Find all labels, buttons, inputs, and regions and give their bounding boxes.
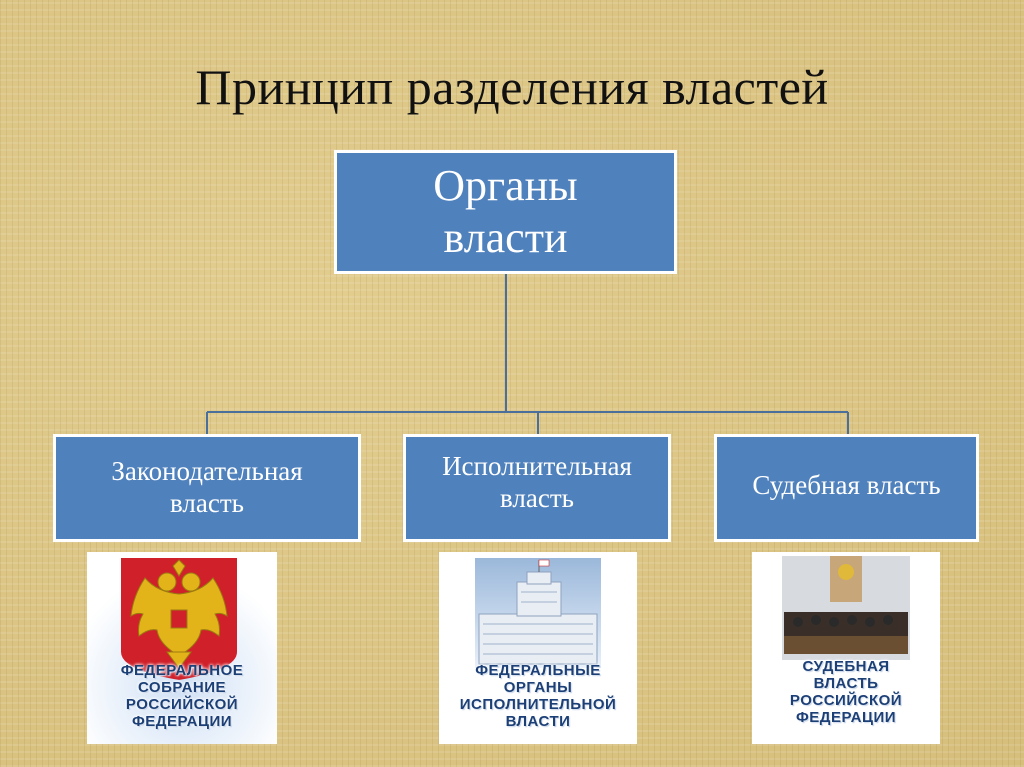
caption-line: РОССИЙСКОЙ: [789, 692, 903, 709]
caption-line: СОБРАНИЕ: [137, 679, 227, 696]
root-node-line1: Органы: [433, 161, 578, 211]
courtroom-icon: [752, 552, 940, 744]
branch-node-line2: власть: [500, 483, 574, 513]
root-node-line2: власти: [443, 213, 568, 262]
card-federal-executive: ФЕДЕРАЛЬНЫЕ ОРГАНЫ ИСПОЛНИТЕЛЬНОЙ ВЛАСТИ: [439, 552, 637, 744]
branch-node-line2: власть: [170, 488, 244, 518]
coat-of-arms-icon: [87, 552, 277, 744]
root-node-organy-vlasti: Органы власти: [334, 150, 677, 274]
branch-node-line1: Судебная власть: [752, 470, 941, 501]
caption-line: СУДЕБНАЯ: [802, 658, 890, 675]
card-federal-assembly: ФЕДЕРАЛЬНОЕ СОБРАНИЕ РОССИЙСКОЙ ФЕДЕРАЦИ…: [87, 552, 277, 744]
branch-node-line1: Законодательная: [111, 456, 303, 487]
caption-line: ВЛАСТЬ: [813, 675, 879, 692]
card-judicial-power: СУДЕБНАЯ ВЛАСТЬ РОССИЙСКОЙ ФЕДЕРАЦИИ: [752, 552, 940, 744]
card-caption: ФЕДЕРАЛЬНОЕ СОБРАНИЕ РОССИЙСКОЙ ФЕДЕРАЦИ…: [87, 662, 277, 730]
caption-line: ФЕДЕРАЛЬНОЕ: [120, 662, 244, 679]
caption-line: ФЕДЕРАЦИИ: [131, 713, 233, 730]
branch-node-executive: Исполнительная власть: [403, 434, 671, 542]
caption-line: ВЛАСТИ: [505, 713, 571, 730]
caption-line: ИСПОЛНИТЕЛЬНОЙ: [459, 696, 617, 713]
caption-line: ФЕДЕРАЛЬНЫЕ: [475, 662, 601, 679]
caption-line: ОРГАНЫ: [503, 679, 573, 696]
branch-node-line1: Исполнительная: [442, 451, 632, 482]
slide-title: Принцип разделения властей: [195, 59, 829, 115]
card-caption: СУДЕБНАЯ ВЛАСТЬ РОССИЙСКОЙ ФЕДЕРАЦИИ: [752, 658, 940, 726]
caption-line: ФЕДЕРАЦИИ: [795, 709, 897, 726]
card-caption: ФЕДЕРАЛЬНЫЕ ОРГАНЫ ИСПОЛНИТЕЛЬНОЙ ВЛАСТИ: [439, 662, 637, 730]
caption-line: РОССИЙСКОЙ: [125, 696, 239, 713]
branch-node-judicial: Судебная власть: [714, 434, 979, 542]
branch-node-legislative: Законодательная власть: [53, 434, 361, 542]
government-building-icon: [439, 552, 637, 744]
